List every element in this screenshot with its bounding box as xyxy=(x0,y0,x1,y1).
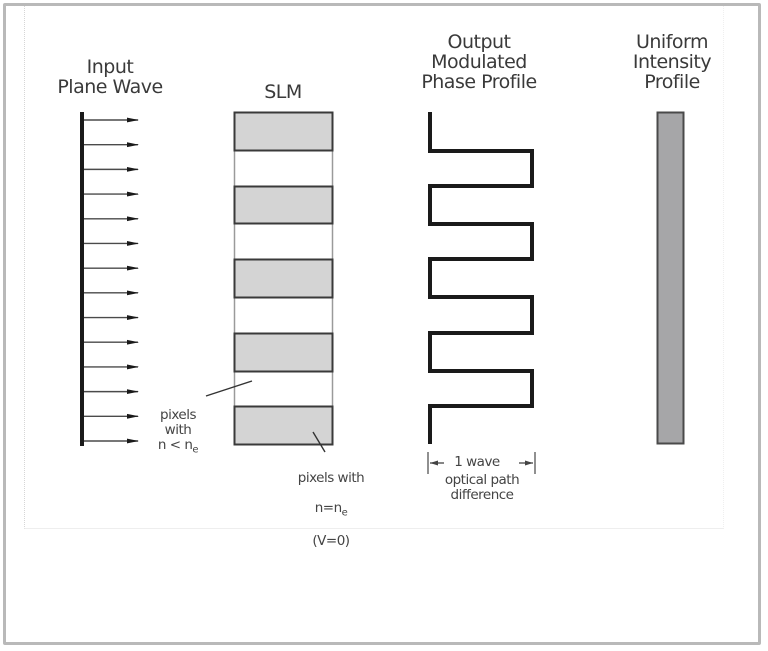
slm-pixels xyxy=(233,111,334,446)
leader-line-equal-index xyxy=(312,431,326,453)
input-plane-wave xyxy=(80,112,139,446)
slm-pixel-white xyxy=(233,296,334,335)
wave-dimension-marker xyxy=(427,452,536,474)
slm-pixel-gray xyxy=(233,258,334,299)
slm-pixel-gray xyxy=(233,185,334,225)
figure-frame xyxy=(3,3,761,645)
slm-title: SLM xyxy=(264,81,302,103)
slm-pixel-white xyxy=(233,222,334,261)
wavefront-bar xyxy=(80,112,84,446)
pixels-low-index-label: pixels with n < ne xyxy=(157,407,199,457)
optical-path-difference-label: optical path difference xyxy=(444,472,520,504)
figure-canvas xyxy=(24,6,724,529)
slm-pixel-white xyxy=(233,370,334,408)
slm-pixel-gray xyxy=(233,111,334,152)
uniform-intensity-title: Uniform Intensity Profile xyxy=(632,31,712,93)
input-plane-wave-title: Input Plane Wave xyxy=(57,56,163,98)
slm-pixel-white xyxy=(233,149,334,188)
one-wave-label: 1 wave xyxy=(454,454,500,470)
pixels-equal-index-label: pixels with n=ne (V=0) xyxy=(297,470,365,550)
wave-arrows xyxy=(84,117,139,444)
uniform-intensity-bar xyxy=(656,111,685,445)
slm-pixel-gray xyxy=(233,332,334,373)
output-phase-profile-title: Output Modulated Phase Profile xyxy=(421,31,537,93)
leader-line-low-index xyxy=(205,380,253,397)
phase-profile-square-wave xyxy=(428,112,534,444)
